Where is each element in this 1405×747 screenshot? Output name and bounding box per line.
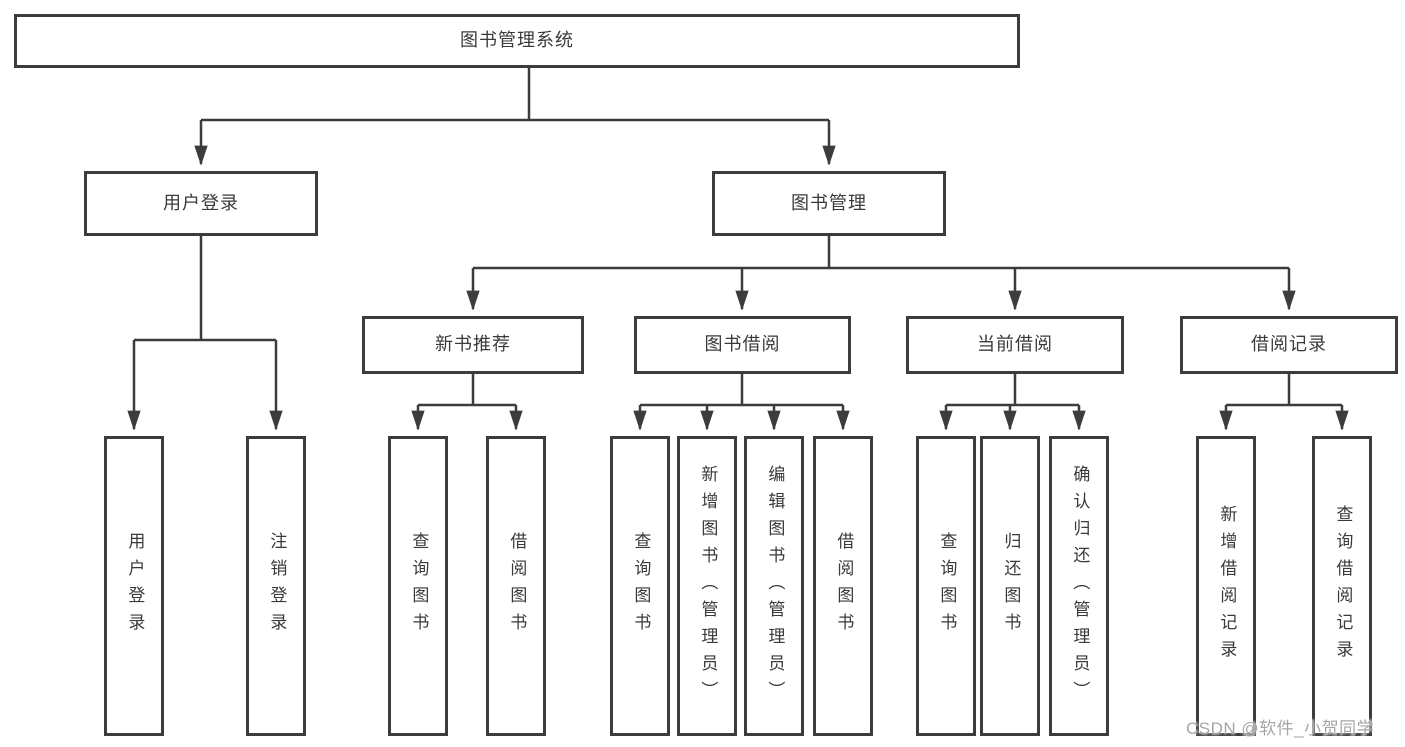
leaf-borrow-books: 借阅图书 bbox=[813, 436, 873, 736]
node-book-management: 图书管理 bbox=[712, 171, 946, 236]
node-book-borrowing: 图书借阅 bbox=[634, 316, 851, 374]
leaf-confirm-return-admin: 确认归还（管理员） bbox=[1049, 436, 1109, 736]
connector-arrows bbox=[127, 120, 1349, 431]
leaf-user-login: 用户登录 bbox=[104, 436, 164, 736]
leaf-query-books-borrow: 查询图书 bbox=[610, 436, 670, 736]
leaf-query-borrow-record: 查询借阅记录 bbox=[1312, 436, 1372, 736]
node-current-borrowing: 当前借阅 bbox=[906, 316, 1124, 374]
leaf-add-borrow-record: 新增借阅记录 bbox=[1196, 436, 1256, 736]
leaf-query-books-recommend: 查询图书 bbox=[388, 436, 448, 736]
node-root-library-management-system: 图书管理系统 bbox=[14, 14, 1020, 68]
leaf-logout: 注销登录 bbox=[246, 436, 306, 736]
node-borrowing-records: 借阅记录 bbox=[1180, 316, 1398, 374]
leaf-edit-books-admin: 编辑图书（管理员） bbox=[744, 436, 804, 736]
node-user-login: 用户登录 bbox=[84, 171, 318, 236]
leaf-return-books: 归还图书 bbox=[980, 436, 1040, 736]
node-new-book-recommendation: 新书推荐 bbox=[362, 316, 584, 374]
leaf-borrow-books-recommend: 借阅图书 bbox=[486, 436, 546, 736]
leaf-add-books-admin: 新增图书（管理员） bbox=[677, 436, 737, 736]
leaf-query-books-current: 查询图书 bbox=[916, 436, 976, 736]
csdn-watermark: CSDN @软件_小贺同学 bbox=[1186, 719, 1375, 738]
